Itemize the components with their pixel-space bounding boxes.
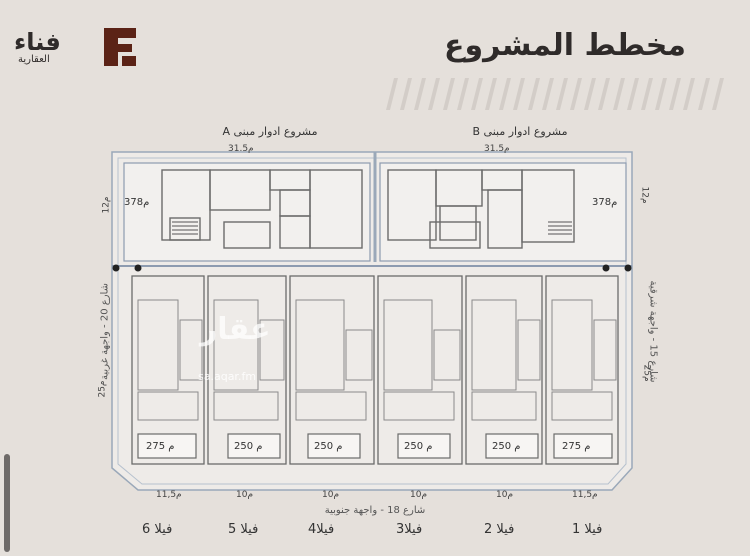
- building-a-area: 378م: [124, 197, 150, 208]
- logo-name: فناء: [14, 28, 61, 56]
- villa-2-width: م10: [496, 490, 514, 500]
- building-a-width: م31.5: [228, 144, 254, 154]
- street-east-label: شارع 15 - واجهة شرقية: [647, 280, 659, 383]
- villa-depth-west: م25: [97, 380, 108, 398]
- street-south-label: شارع 18 - واجهة جنوبية: [324, 505, 426, 516]
- logo-subtitle: العقارية: [18, 54, 50, 65]
- villa-1-area: 275 م: [562, 441, 591, 452]
- villa-4-label: فيلا4: [308, 522, 335, 537]
- scrollbar-thumb[interactable]: [4, 454, 10, 552]
- building-b-label: مشروع ادوار مبنى B: [472, 125, 568, 138]
- watermark-url: sa.aqar.fm: [198, 370, 257, 383]
- villa-6-label: فيلا 6: [142, 522, 173, 537]
- villa-5-width: م10: [236, 490, 254, 500]
- logo-mark-icon: [104, 28, 136, 66]
- villa-6-area: 275 م: [146, 441, 175, 452]
- building-b-outline: [379, 162, 627, 262]
- villa-6-width: م11,5: [156, 490, 182, 500]
- building-b-depth: م12: [639, 186, 650, 204]
- villa-2-label: فيلا 2: [484, 522, 515, 537]
- villa-4-area: 250 م: [314, 441, 343, 452]
- villa-4-width: م10: [322, 490, 340, 500]
- villa-5-label: فيلا 5: [228, 522, 259, 537]
- villa-depth-east: م25: [641, 364, 652, 382]
- building-a-label: مشروع ادوار مبنى A: [222, 125, 318, 138]
- page-title: مخطط المشروع: [444, 28, 686, 63]
- building-b-area: 378م: [592, 197, 618, 208]
- villa-3-area: 250 م: [404, 441, 433, 452]
- building-a-depth: م12: [101, 196, 112, 214]
- villa-2-area: 250 م: [492, 441, 521, 452]
- villa-1-label: فيلا 1: [572, 522, 603, 537]
- watermark-text: عقار: [200, 312, 271, 347]
- building-a-outline: [123, 162, 371, 262]
- villa-1-width: م11,5: [572, 490, 598, 500]
- villa-3-width: م10: [410, 490, 428, 500]
- villa-3-label: فيلا3: [396, 522, 423, 537]
- building-b-width: م31.5: [484, 144, 510, 154]
- villa-5-area: 250 م: [234, 441, 263, 452]
